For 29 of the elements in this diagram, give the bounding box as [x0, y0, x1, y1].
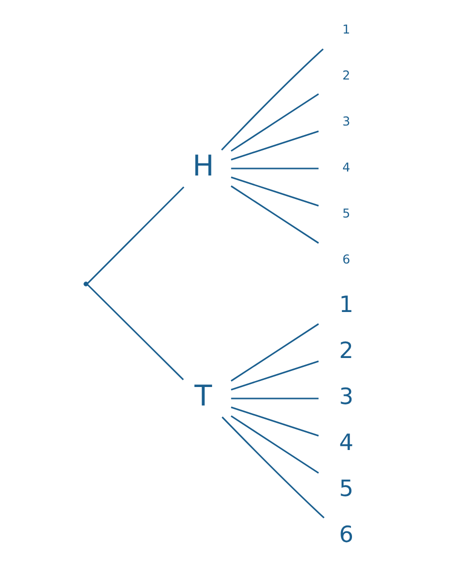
connector	[230, 406, 318, 436]
connector	[230, 176, 318, 207]
node-text: 2	[342, 68, 350, 83]
node-text: 2	[338, 338, 353, 364]
connector	[221, 416, 324, 518]
connector	[230, 360, 318, 390]
node-text: 3	[338, 384, 353, 410]
connector	[86, 186, 184, 284]
node-text: 5	[338, 476, 353, 502]
connector	[230, 185, 318, 244]
connector	[230, 398, 318, 400]
node-point	[83, 282, 88, 286]
node-text: 4	[338, 430, 353, 456]
connector	[220, 48, 324, 151]
node-text: 1	[338, 292, 353, 318]
connector	[230, 415, 318, 474]
node-text: 4	[342, 160, 350, 175]
node-text: T	[194, 378, 212, 413]
connector	[230, 130, 318, 160]
connector	[86, 284, 184, 380]
node-text: 6	[338, 522, 353, 548]
node-text: 1	[342, 22, 350, 37]
connector	[230, 168, 318, 170]
node-text: 5	[342, 206, 350, 221]
node-text: H	[192, 148, 214, 183]
connector	[230, 323, 318, 382]
node-text: 6	[342, 252, 350, 267]
connector	[230, 93, 318, 152]
node-text: 3	[342, 114, 350, 129]
